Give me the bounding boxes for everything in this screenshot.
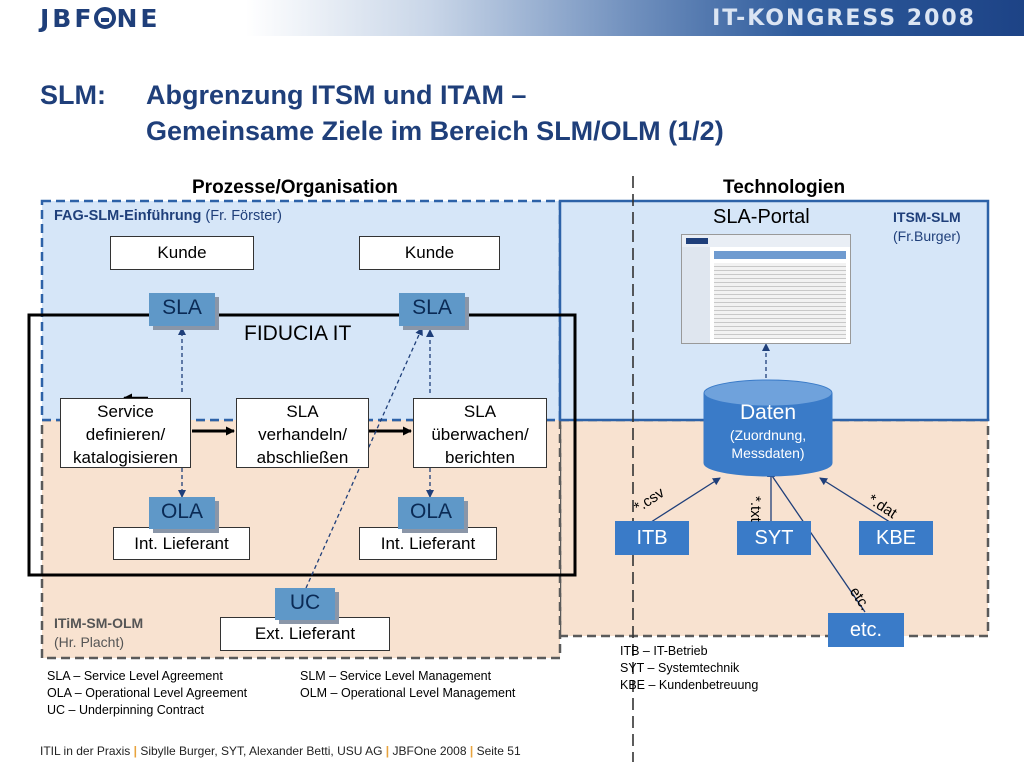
portal-logo-icon (686, 238, 708, 244)
daten-sub-1: (Zuordnung, (729, 427, 807, 443)
daten-title: Daten (739, 401, 797, 424)
portal-topbar (682, 235, 850, 247)
column-header-technology: Technologien (723, 177, 846, 198)
fiducia-label: FIDUCIA IT (244, 322, 352, 345)
sla-tag-1: SLA (149, 293, 215, 326)
sla-portal-screenshot (681, 234, 851, 344)
area-label-fag: FAG-SLM-Einführung (Fr. Förster) (54, 208, 282, 224)
daten-cylinder: Daten (Zuordnung, Messdaten) (704, 400, 832, 462)
label-txt: *.txt (747, 496, 764, 522)
portal-sidebar (682, 247, 710, 343)
syt-box: SYT (737, 521, 811, 555)
header-band (0, 0, 1024, 36)
column-header-processes: Prozesse/Organisation (192, 177, 398, 198)
kbe-box: KBE (859, 521, 933, 555)
sla-portal-label: SLA-Portal (713, 206, 810, 228)
daten-cylinder-body (703, 393, 833, 477)
title-line2: Gemeinsame Ziele im Bereich SLM/OLM (1/2… (146, 116, 724, 146)
int-lieferant-box-1: Int. Lieferant (113, 527, 250, 560)
fiducia-frame (27, 313, 577, 577)
etc-box: etc. (828, 613, 904, 647)
itb-box: ITB (615, 521, 689, 555)
link-etc-daten (767, 469, 866, 613)
event-name: IT-KONGRESS 2008 (712, 6, 976, 31)
portal-table (714, 263, 846, 339)
portal-title-bar (714, 251, 846, 259)
ext-lieferant-box: Ext. Lieferant (220, 617, 390, 651)
daten-sub-2: Messdaten) (731, 445, 805, 461)
kunde-box-2: Kunde (359, 236, 500, 270)
title-prefix: SLM: (40, 80, 106, 110)
uc-tag: UC (275, 588, 335, 620)
title-line1: Abgrenzung ITSM und ITAM – (146, 80, 527, 110)
sla-tag-2: SLA (399, 293, 465, 326)
area-label-itim: ITiM-SM-OLM(Hr. Placht) (54, 615, 144, 650)
ola-tag-1: OLA (149, 497, 215, 529)
link-itb-daten (647, 477, 721, 525)
ola-tag-2: OLA (398, 497, 464, 529)
daten-cylinder-top (703, 379, 833, 407)
kunde-box-1: Kunde (110, 236, 254, 270)
footer: ITIL in der Praxis | Sibylle Burger, SYT… (40, 744, 521, 758)
area-fag-slm (40, 199, 562, 422)
int-lieferant-box-2: Int. Lieferant (359, 527, 497, 560)
area-label-itsm: ITSM-SLM(Fr.Burger) (893, 209, 961, 244)
link-kbe-daten (819, 477, 894, 525)
